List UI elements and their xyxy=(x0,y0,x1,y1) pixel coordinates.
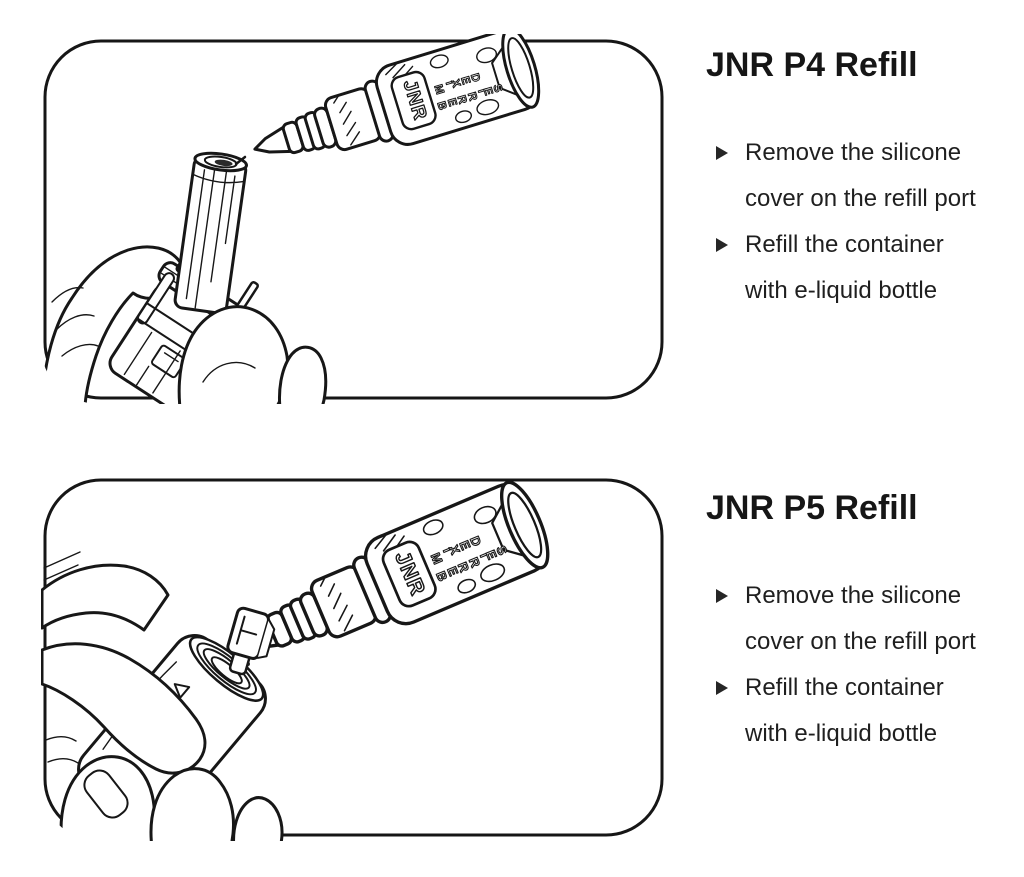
refill-port-slot xyxy=(214,159,233,167)
list-item: Remove the silicone cover on the refill … xyxy=(706,573,1018,665)
hand-fingers xyxy=(41,642,284,841)
p4-bullet-list: Remove the silicone cover on the refill … xyxy=(706,130,1018,314)
list-item: Refill the container with e-liquid bottl… xyxy=(706,665,1018,757)
p5-bullet-list: Remove the silicone cover on the refill … xyxy=(706,573,1018,757)
tank-tube xyxy=(173,151,248,315)
p5-instructions: JNR P5 Refill Remove the silicone cover … xyxy=(706,489,1018,757)
list-item: Refill the container with e-liquid bottl… xyxy=(706,222,1018,314)
bullet-triangle-icon xyxy=(716,589,728,604)
p4-title: JNR P4 Refill xyxy=(706,46,918,84)
hand xyxy=(41,551,170,632)
hand-fingers xyxy=(177,305,328,404)
p4-instructions: JNR P4 Refill Remove the silicone cover … xyxy=(706,46,1018,314)
p4-illustration: JNR MIXED BERRIES xyxy=(41,34,664,404)
thumb xyxy=(41,642,207,775)
p5-illustration xyxy=(41,474,664,841)
liquid-drop xyxy=(234,155,247,166)
arrow-marker-icon xyxy=(173,683,191,699)
list-item: Remove the silicone cover on the refill … xyxy=(706,130,1018,222)
p5-title: JNR P5 Refill xyxy=(706,489,918,527)
bullet-triangle-icon xyxy=(716,681,728,696)
bullet-triangle-icon xyxy=(716,238,728,253)
fingernail xyxy=(83,769,129,819)
silicone-plug xyxy=(226,606,276,676)
bullet-triangle-icon xyxy=(716,146,728,161)
